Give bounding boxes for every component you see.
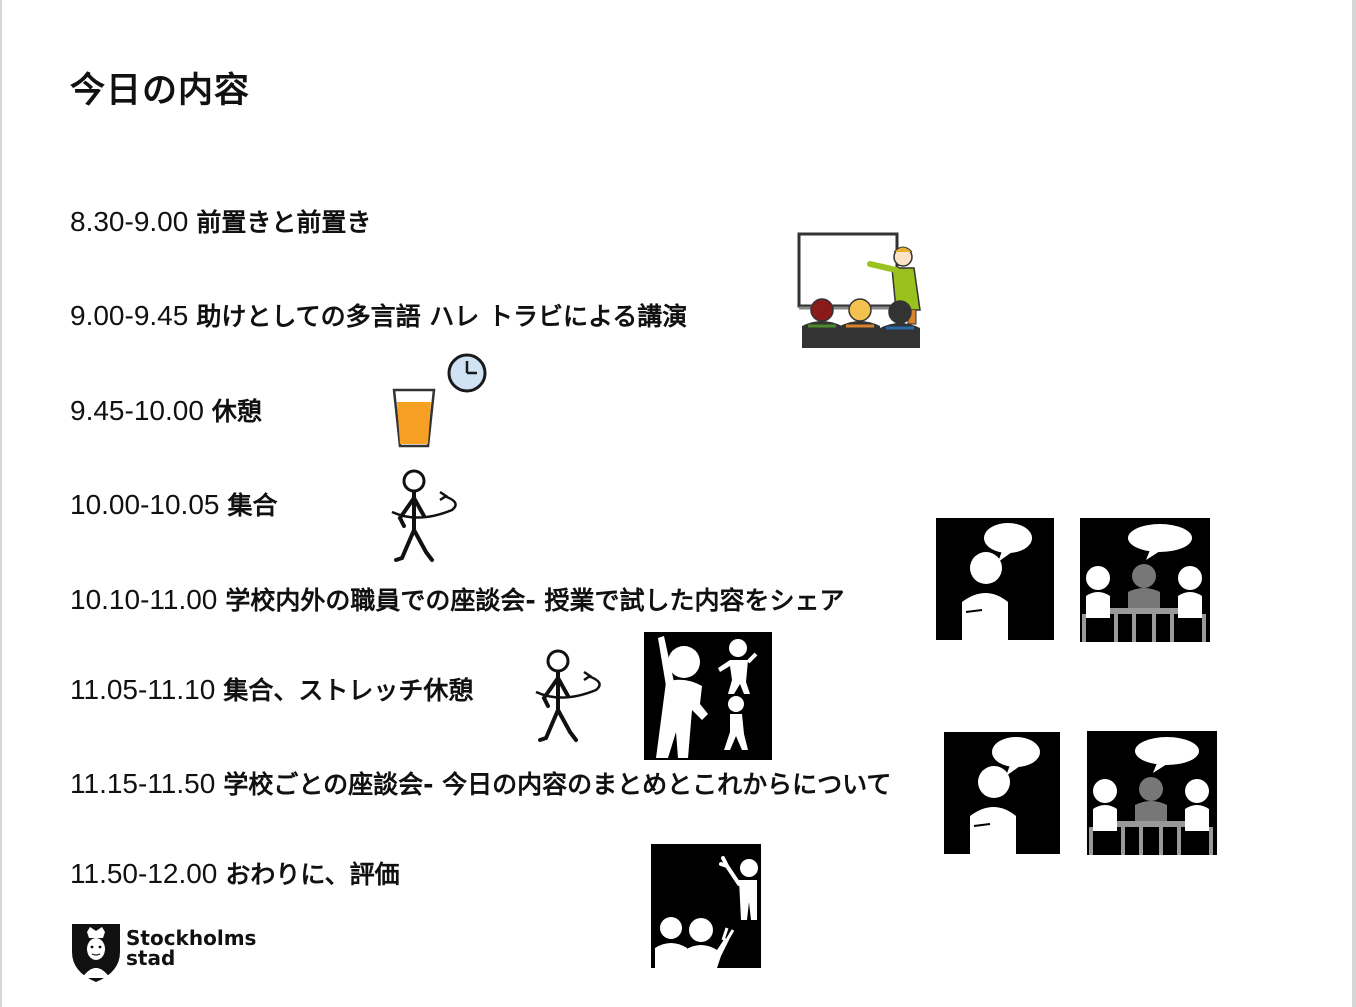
agenda-desc: 前置きと前置き [196,208,372,237]
logo-line-1: Stockholms [126,926,257,950]
agenda-desc: 学校内外の職員での座談会- 授業で試した内容をシェア [225,586,845,615]
logo-line-2: stad [126,946,176,970]
lecture-icon [797,232,921,348]
agenda-time: 11.50-12.00 [70,858,218,889]
break-drink-clock-icon [392,353,487,448]
gather-walk-icon [535,649,601,742]
stockholms-stad-logo [72,924,120,982]
agenda-desc: 休憩 [211,397,262,426]
slide-border [1352,0,1356,1007]
agenda-time: 9.00-9.45 [70,300,189,331]
agenda-desc: 集合、ストレッチ休憩 [223,676,474,705]
group-meeting-icon [1080,518,1210,642]
agenda-desc: 集合 [227,491,278,520]
agenda-time: 11.05-11.10 [70,674,216,705]
agenda-desc: 学校ごとの座談会- 今日の内容のまとめとこれからについて [223,770,892,799]
group-meeting-icon [1087,731,1217,855]
agenda-desc: おわりに、評価 [225,860,400,889]
agenda-time: 10.10-11.00 [70,584,218,615]
agenda-time: 11.15-11.50 [70,768,216,799]
agenda-time: 9.45-10.00 [70,395,204,426]
agenda-time: 10.00-10.05 [70,489,220,520]
raise-hand-icon [651,844,761,968]
agenda-time: 8.30-9.00 [70,206,189,237]
stretch-icon [644,632,772,760]
agenda-desc: 助けとしての多言語 ハレ トラビによる講演 [196,302,688,331]
slide-border [0,0,2,1007]
speech-person-icon [944,732,1060,854]
logo-text: Stockholms stad [126,928,256,968]
page-title: 今日の内容 [70,71,251,111]
speech-person-icon [936,518,1054,640]
gather-walk-icon [391,469,457,562]
